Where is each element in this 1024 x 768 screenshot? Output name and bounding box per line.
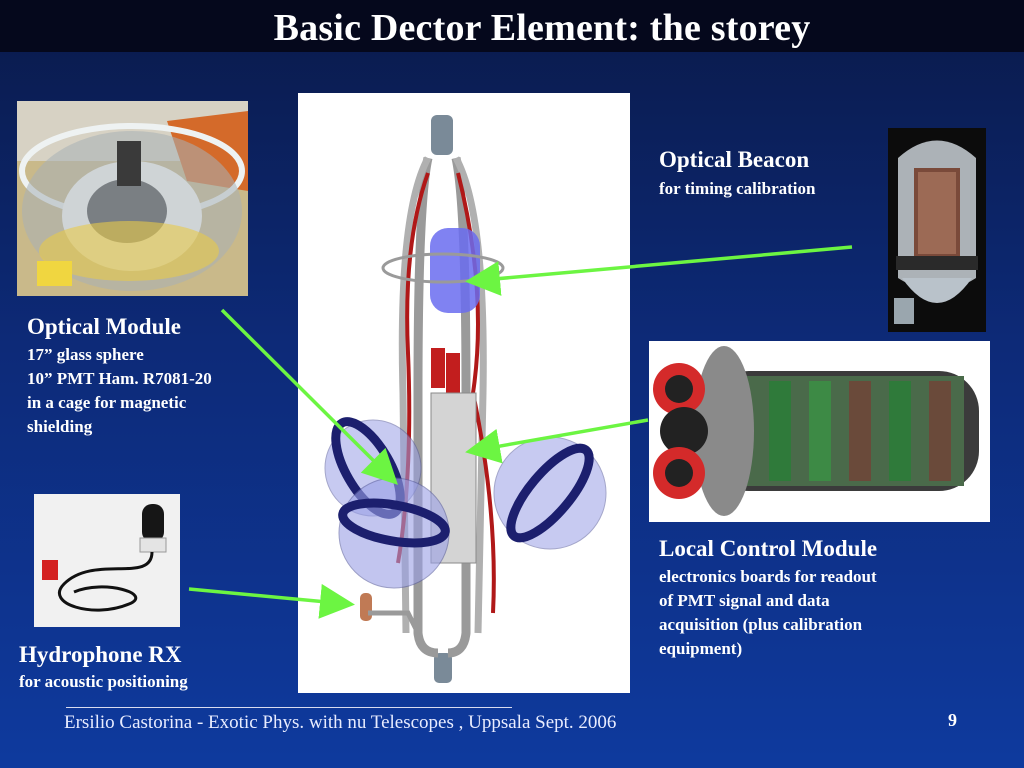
optical-module-line: in a cage for magnetic <box>27 393 187 412</box>
optical-beacon-line: for timing calibration <box>659 179 816 198</box>
optical-beacon-heading: Optical Beacon <box>659 147 810 172</box>
local-control-module-line: of PMT signal and data <box>659 591 830 610</box>
storey-diagram <box>298 93 630 693</box>
hydrophone-line: for acoustic positioning <box>19 672 188 691</box>
local-control-module-heading: Local Control Module <box>659 536 878 561</box>
optical-module-line: shielding <box>27 417 93 436</box>
hydrophone-heading: Hydrophone RX <box>19 642 182 667</box>
local-control-module-line: acquisition (plus calibration <box>659 615 863 634</box>
local-control-module-line: equipment) <box>659 639 743 658</box>
footer-divider <box>66 707 512 708</box>
optical-module-line: 17” glass sphere <box>27 345 144 364</box>
slide-title: Basic Dector Element: the storey <box>273 7 811 49</box>
local-control-module-line: electronics boards for readout <box>659 567 877 586</box>
footer-text: Ersilio Castorina - Exotic Phys. with nu… <box>64 712 617 733</box>
optical-module-line: 10” PMT Ham. R7081-20 <box>27 369 212 388</box>
optical-module-photo <box>17 101 248 296</box>
optical-beacon-photo <box>888 128 986 332</box>
title-bar <box>0 0 1024 52</box>
local-control-module-photo <box>649 341 990 522</box>
optical-module-heading: Optical Module <box>27 314 181 339</box>
page-number: 9 <box>948 710 957 730</box>
hydrophone-photo <box>34 494 180 627</box>
